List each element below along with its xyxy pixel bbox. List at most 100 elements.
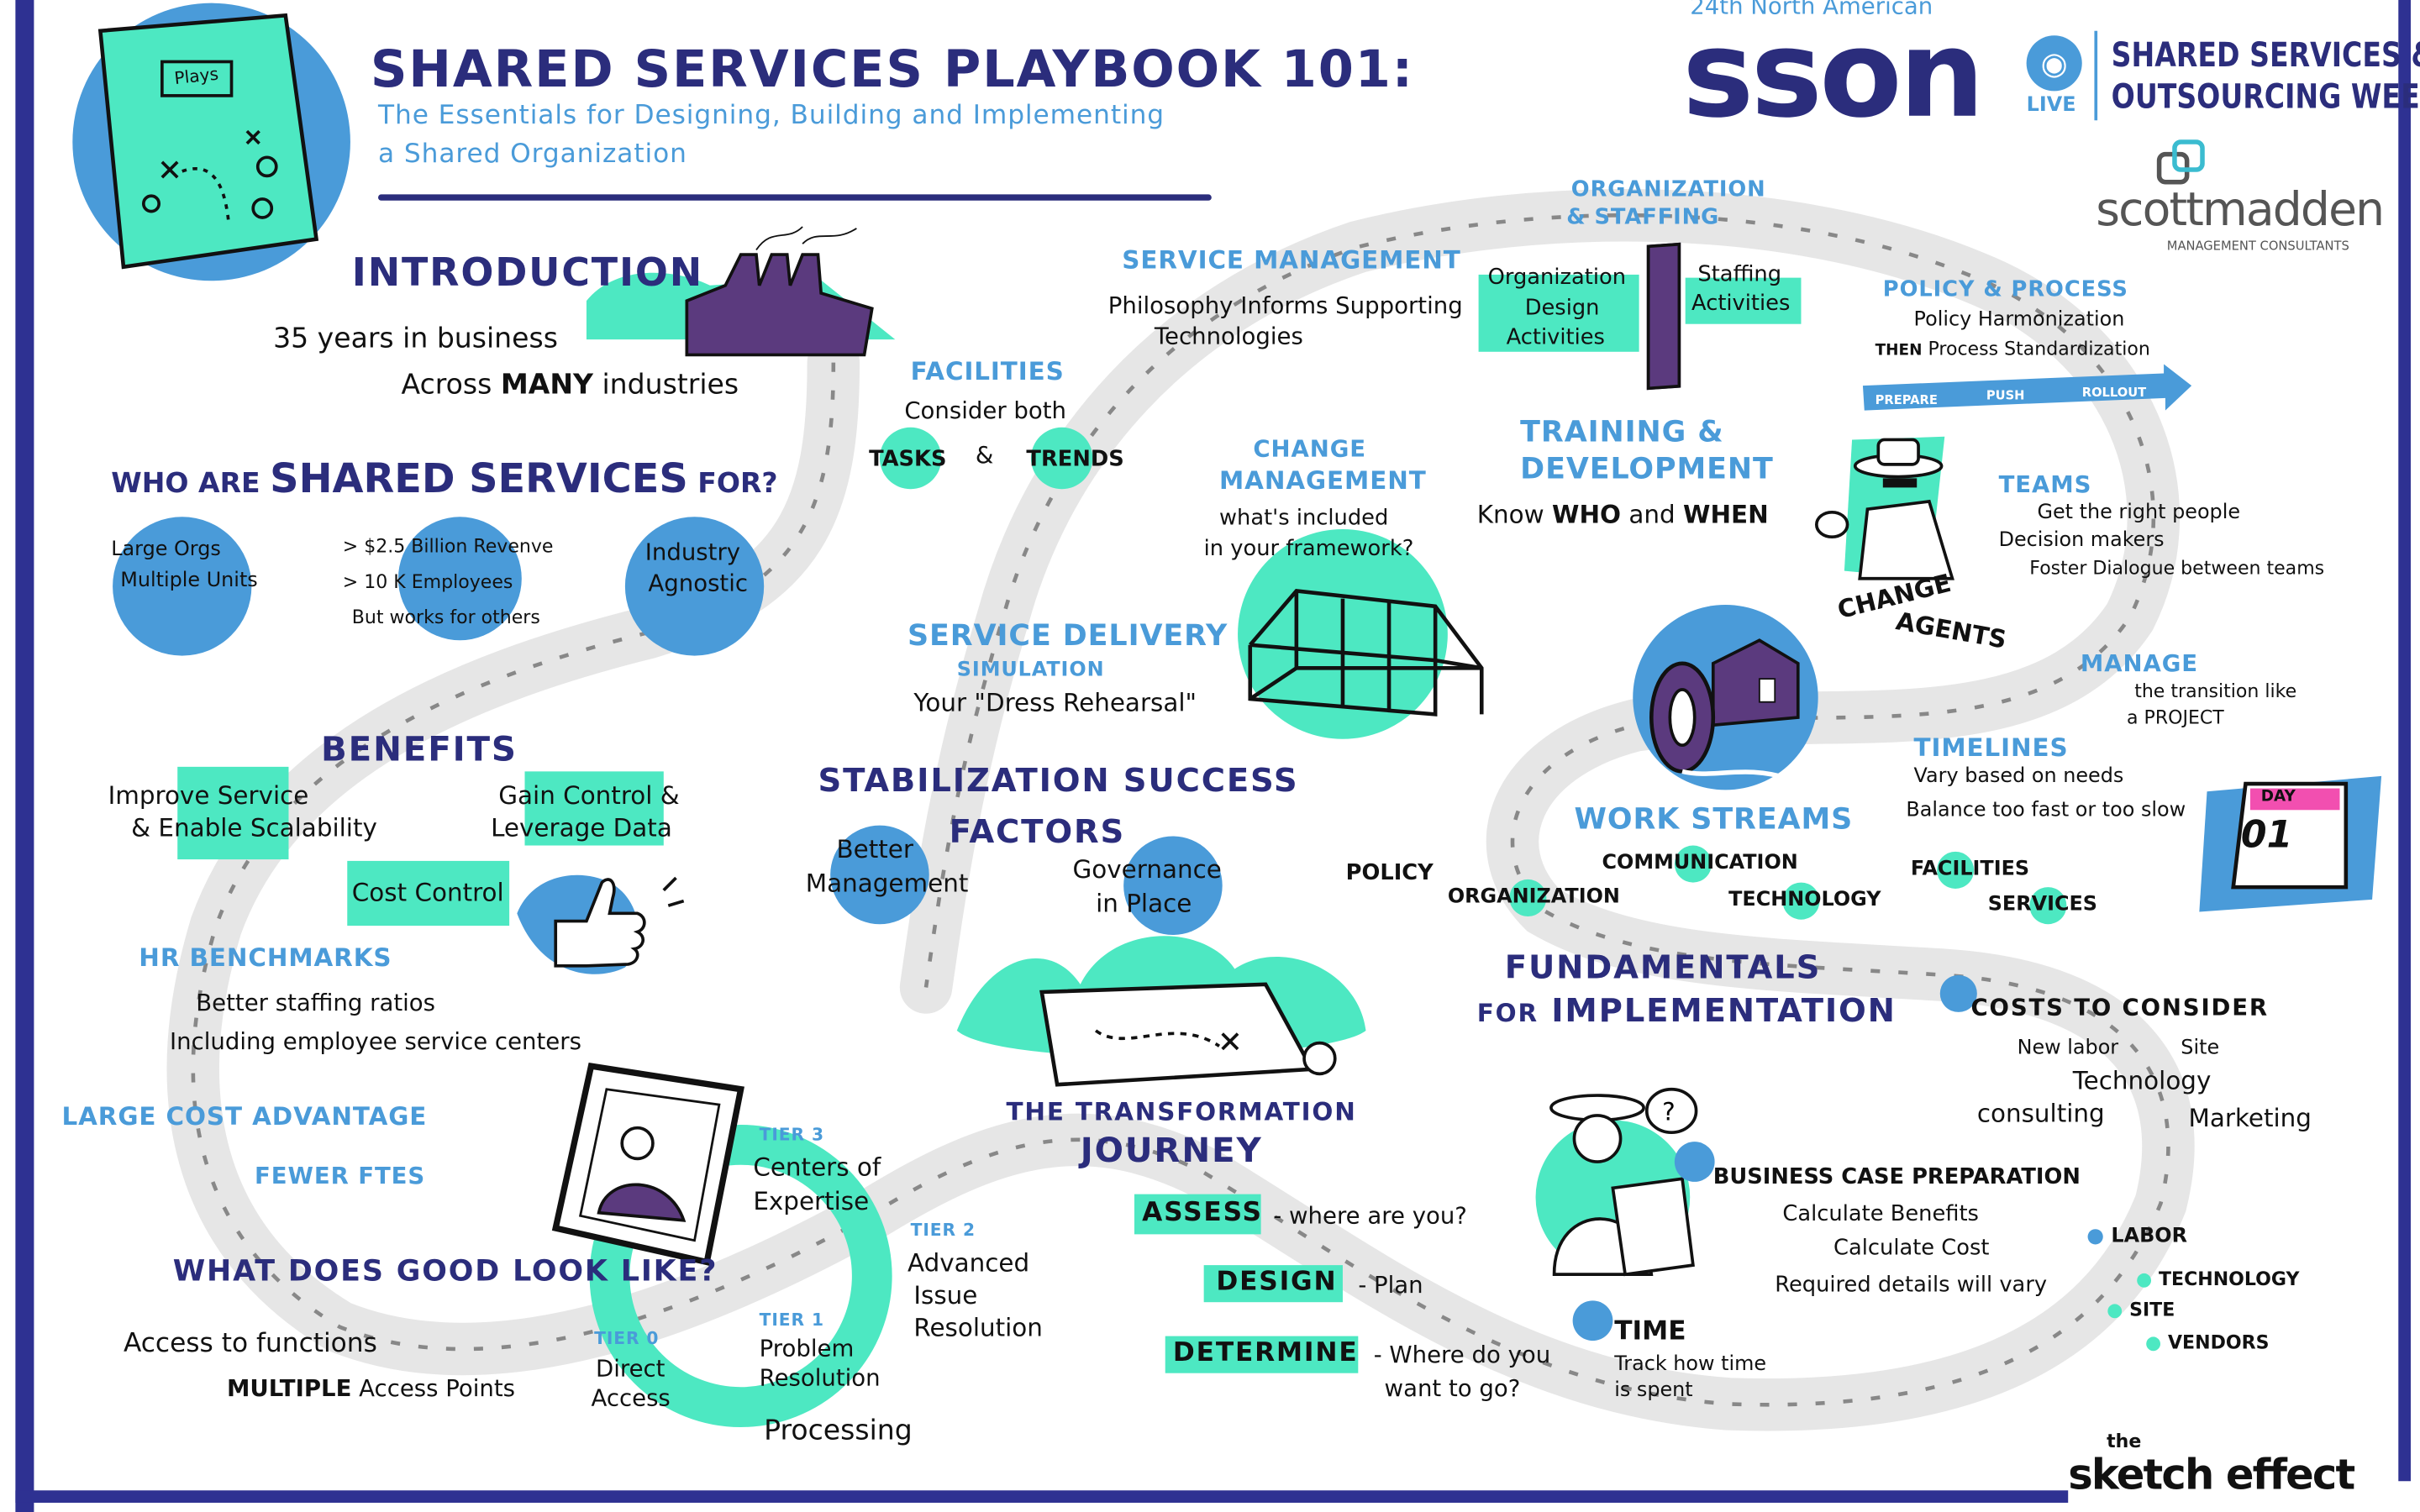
highlight-gain-control [524, 771, 664, 846]
text: SITE [2129, 1299, 2175, 1321]
picture-frame-icon [551, 1063, 744, 1266]
bullet-icon: ● [2107, 1299, 2123, 1321]
tier-2-label: TIER 2 [910, 1220, 976, 1241]
list-labor: ● LABOR [2086, 1225, 2188, 1249]
stream-technology: TECHNOLOGY [1728, 888, 1881, 912]
trends-dot [1030, 427, 1093, 490]
tier-2-line-3: Resolution [913, 1313, 1043, 1342]
list-vendors: ● VENDORS [2145, 1331, 2270, 1354]
text: Process Standardization [1928, 338, 2150, 360]
bullet-icon: ● [2086, 1225, 2105, 1248]
determine-text-1: - Where do you [1373, 1341, 1551, 1369]
design-highlight [1203, 1265, 1343, 1303]
journey-heading-1: THE TRANSFORMATION [1006, 1096, 1357, 1126]
staffing-highlight [1685, 277, 1802, 324]
stream-communication: COMMUNICATION [1602, 851, 1798, 875]
better-management-circle [830, 825, 929, 925]
cost-item: Site [2181, 1037, 2220, 1060]
stream-services: SERVICES [1987, 893, 2098, 917]
change-agent-spy-icon [1814, 436, 1954, 580]
factory-icon [586, 226, 896, 357]
scottmadden-logo-mark [2156, 139, 2205, 185]
better-management-2: Management [805, 869, 969, 898]
cost-advantage-heading: LARGE COST ADVANTAGE [61, 1101, 428, 1131]
industry-agnostic-1: Industry [644, 538, 741, 567]
design-step: DESIGN [1216, 1266, 1338, 1298]
time-heading: TIME [1614, 1315, 1686, 1347]
journey-heading-2: JOURNEY [1080, 1132, 1263, 1172]
benefit-cost-control: Cost Control [351, 878, 504, 907]
stabilization-heading-2: FACTORS [949, 812, 1126, 851]
frame-border-right [2398, 0, 2411, 1482]
org-design-line-1: Organization [1487, 265, 1627, 291]
frame-border-left [15, 0, 34, 1512]
service-management-line-2: Technologies [1154, 322, 1303, 350]
policy-process-line-1: Policy Harmonization [1913, 308, 2125, 332]
good-look-line-1: Access to functions [123, 1328, 377, 1360]
bullet-icon: ● [2145, 1331, 2162, 1353]
logo-divider [2094, 30, 2098, 121]
tier-0-line-2: Access [591, 1383, 671, 1412]
bubble-revenue [397, 517, 522, 641]
tier-2-line-1: Advanced [907, 1247, 1030, 1278]
tier-3-label: TIER 3 [759, 1124, 824, 1145]
timelines-line-2: Balance too fast or too slow [1906, 799, 2186, 822]
sponsor-logo: scottmadden [2096, 183, 2385, 238]
service-management-heading: SERVICE MANAGEMENT [1122, 245, 1461, 275]
hr-benchmarks-line-1: Better staffing ratios [196, 989, 436, 1017]
step-push: PUSH [1986, 388, 2025, 403]
costs-heading: COSTS TO CONSIDER [1970, 993, 2269, 1021]
org-design-highlight [1478, 274, 1639, 352]
text-bold: WHEN [1683, 500, 1769, 529]
business-case-line-3: Required details will vary [1775, 1273, 2048, 1298]
text: VENDORS [2168, 1331, 2270, 1353]
book-spine-icon [1646, 242, 1681, 391]
who-for-heading: WHO ARE SHARED SERVICES FOR? [111, 457, 777, 505]
bullet-icon: ● [2136, 1268, 2153, 1290]
tier-1-label: TIER 1 [759, 1310, 824, 1331]
tier-0-label: TIER 0 [594, 1328, 660, 1349]
tier-2-line-2: Issue [913, 1280, 978, 1310]
org-staffing-heading-1: ORGANIZATION [1570, 177, 1766, 202]
list-technology: ● TECHNOLOGY [2136, 1268, 2299, 1291]
artist-logo: sketch effect [2068, 1452, 2355, 1500]
service-delivery-heading: SERVICE DELIVERY [907, 618, 1228, 653]
manage-line-2: a PROJECT [2127, 706, 2224, 728]
teams-line-1: Get the right people [2037, 501, 2241, 525]
teams-heading: TEAMS [1998, 470, 2092, 499]
svg-text:?: ? [1662, 1097, 1676, 1126]
road-band [166, 189, 2195, 1431]
better-management-1: Better [836, 834, 913, 864]
training-heading-1: TRAINING & [1520, 415, 1724, 449]
text-bold: MANY [500, 368, 593, 402]
cost-item: Marketing [2188, 1103, 2312, 1133]
service-management-line-1: Philosophy Informs Supporting [1107, 291, 1463, 320]
calendar-day-number: 01 [2240, 812, 2293, 857]
good-look-heading: WHAT DOES GOOD LOOK LIKE? [172, 1254, 718, 1289]
treasure-map-icon [956, 936, 1366, 1087]
text: LABOR [2111, 1225, 2188, 1248]
and-label: & [975, 441, 994, 470]
event-edition: 24th North American [1690, 0, 1933, 20]
text: FOR [1476, 998, 1539, 1028]
tasks-dot [879, 427, 942, 490]
introduction-line-1: 35 years in business [273, 322, 558, 355]
training-heading-2: DEVELOPMENT [1520, 452, 1774, 486]
text: Access Points [359, 1374, 516, 1403]
fewer-ftes: FEWER FTES [255, 1162, 426, 1190]
business-case-line-2: Calculate Cost [1833, 1236, 1990, 1261]
stream-dot [1937, 851, 1975, 889]
timelines-heading: TIMELINES [1913, 732, 2069, 763]
live-label: LIVE [2026, 94, 2076, 118]
event-name-line-1: SHARED SERVICES & [2111, 37, 2420, 76]
time-line-1: Track how time [1614, 1352, 1767, 1377]
page-title: SHARED SERVICES PLAYBOOK 101: [370, 38, 1414, 99]
org-design-line-2: Design [1524, 296, 1600, 322]
highlight-improve-service [177, 766, 289, 860]
calendar-icon [2199, 775, 2382, 912]
cost-item: New labor [2017, 1037, 2119, 1060]
event-name-line-2: OUTSOURCING WEEK [2111, 78, 2420, 118]
time-line-2: is spent [1614, 1379, 1693, 1403]
